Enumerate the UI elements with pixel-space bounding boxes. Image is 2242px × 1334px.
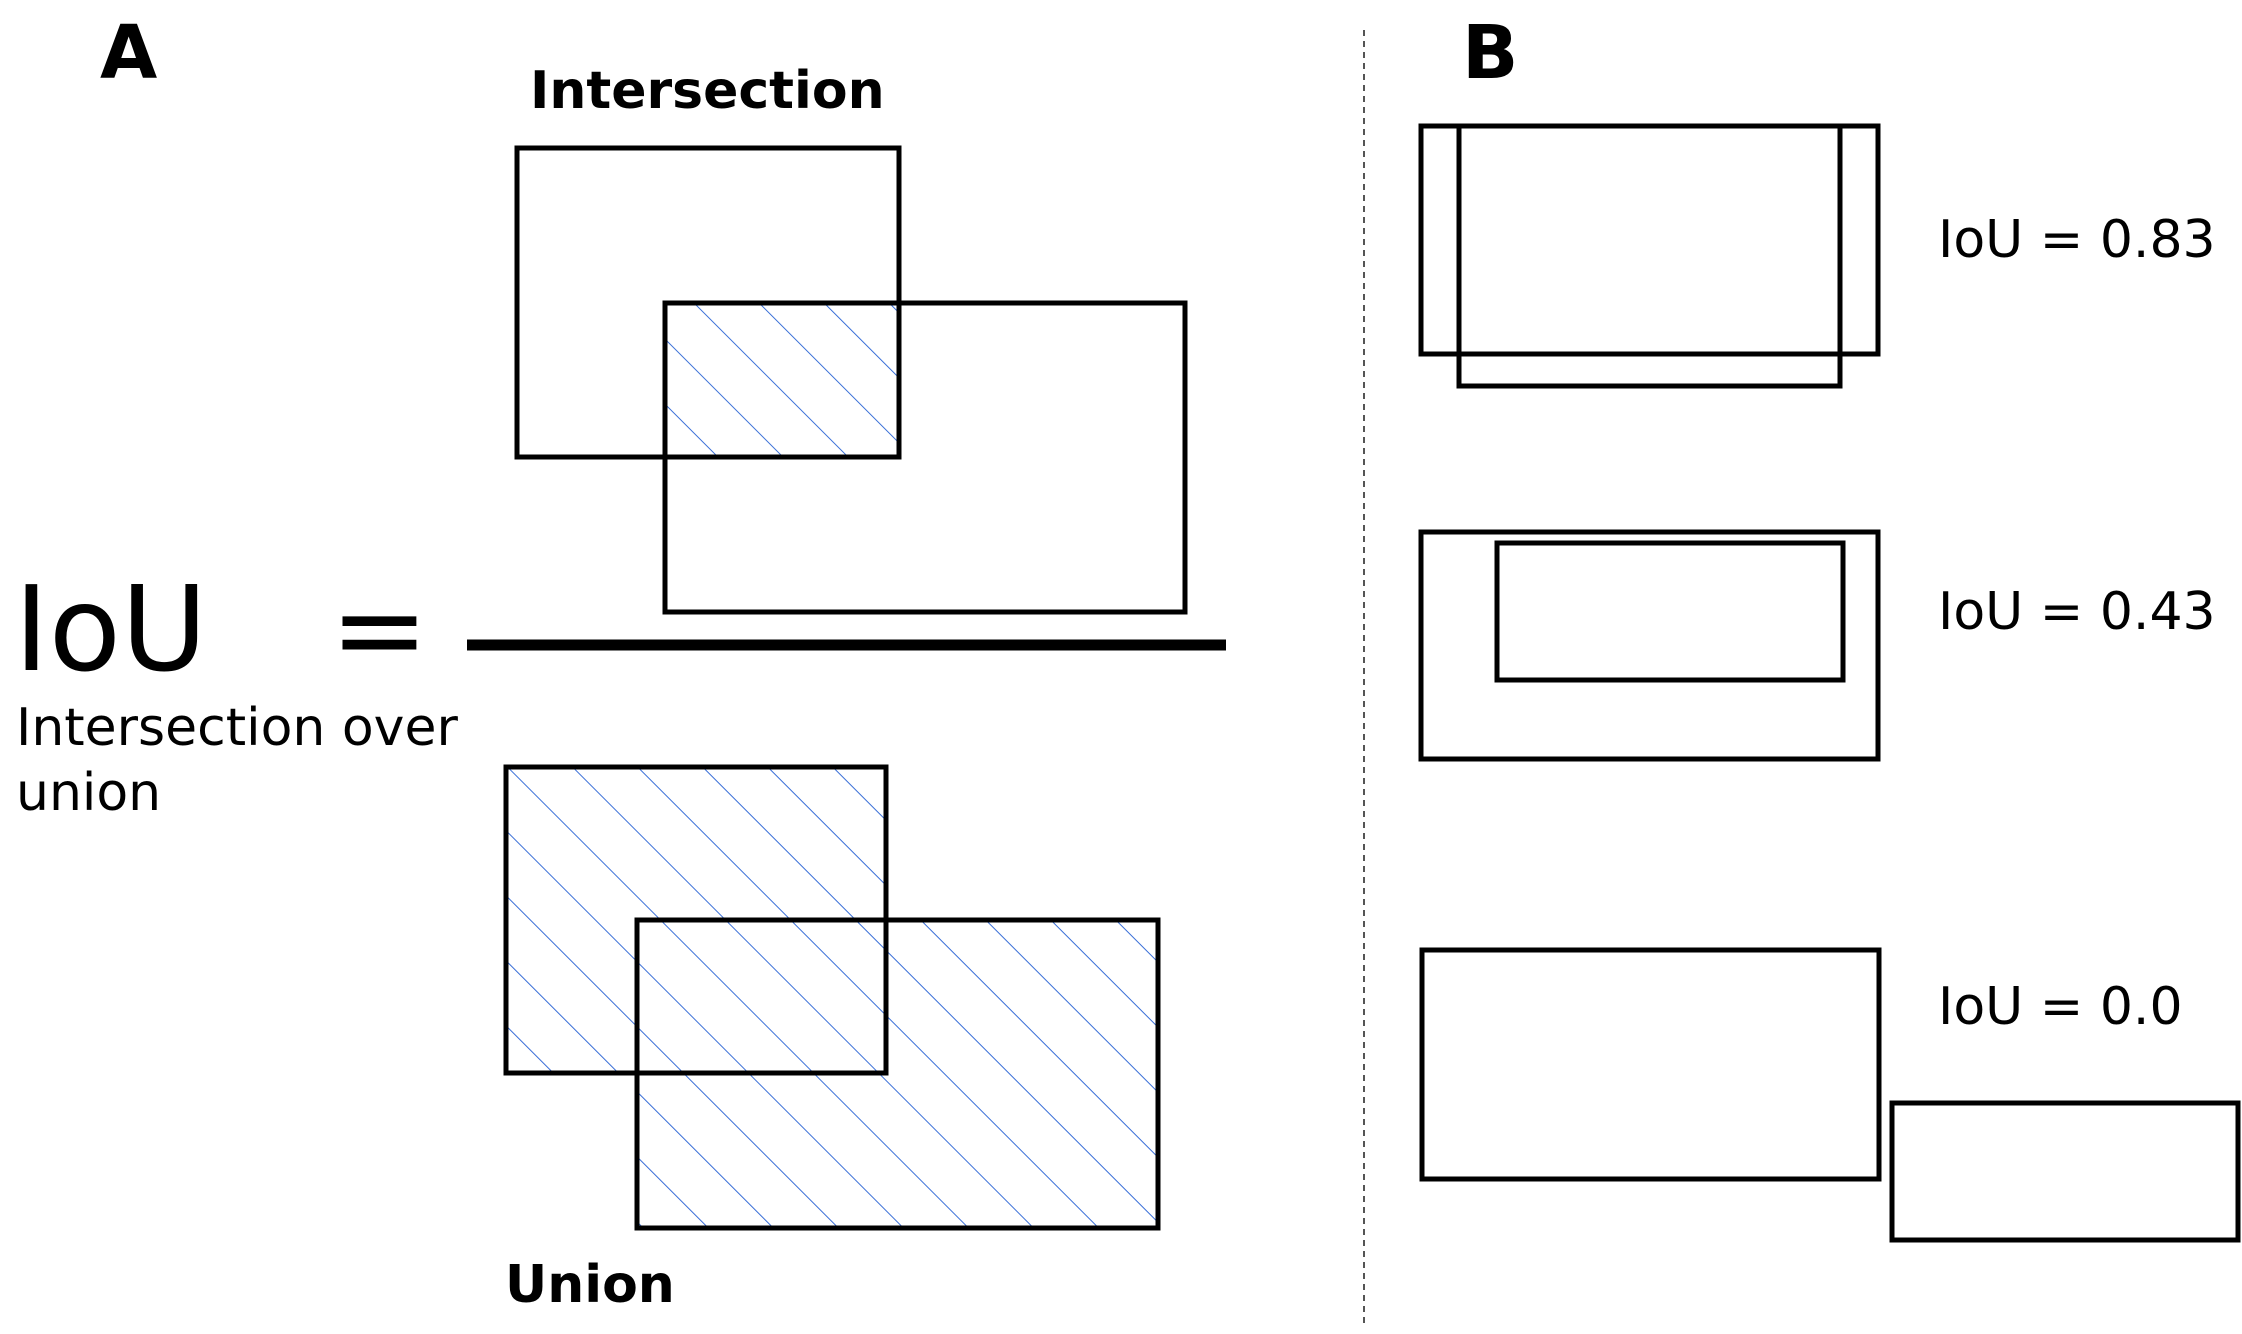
iou-value-1: IoU = 0.83 <box>1938 210 2216 270</box>
example-2-box-inner <box>1494 540 1846 683</box>
example-3-box-a <box>1419 947 1882 1182</box>
union-label: Union <box>505 1255 675 1315</box>
intersection-figure <box>514 145 1188 615</box>
caption-line-1: Intersection over <box>16 698 458 758</box>
iou-value-2: IoU = 0.43 <box>1938 582 2216 642</box>
panel-a: A Intersection IoU = Intersection over u… <box>14 10 1226 1315</box>
equals-sign: = <box>330 560 429 698</box>
example-nested: IoU = 0.43 <box>1418 529 2216 762</box>
example-high-overlap: IoU = 0.83 <box>1418 123 2216 389</box>
union-figure <box>503 764 1161 1231</box>
iou-symbol: IoU <box>14 560 207 698</box>
intersection-label: Intersection <box>530 61 885 121</box>
example-1-box-b <box>1456 123 1843 389</box>
intersection-box-2 <box>662 300 1188 615</box>
caption-line-2: union <box>16 763 161 823</box>
iou-value-3: IoU = 0.0 <box>1938 977 2183 1037</box>
example-no-overlap: IoU = 0.0 <box>1419 947 2241 1243</box>
example-2-box-outer <box>1418 529 1881 762</box>
panel-b: B IoU = 0.83 IoU = 0.43 IoU = 0.0 <box>1418 10 2241 1243</box>
panel-a-letter: A <box>100 10 157 96</box>
panel-b-letter: B <box>1462 10 1518 96</box>
union-hatched-area <box>506 767 1158 1228</box>
example-3-box-b <box>1889 1100 2241 1243</box>
intersection-hatched-area <box>665 303 899 457</box>
union-box-2 <box>634 917 1161 1231</box>
